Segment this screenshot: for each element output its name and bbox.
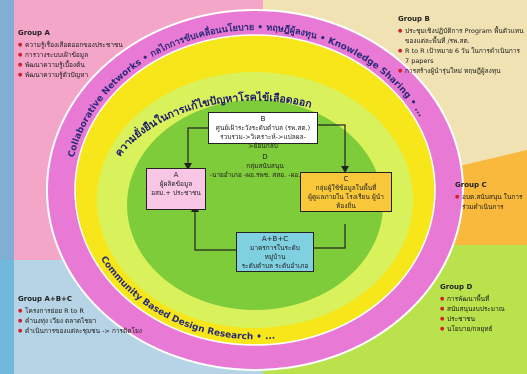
group-abc-item: โครงการย่อย R to R [18, 306, 188, 316]
group-abc-title: Group A+B+C [18, 295, 73, 303]
box-a-label: A [173, 171, 179, 179]
group-a-panel: Group A ความรู้เรื่องเสือตออกของประชาชน … [18, 28, 168, 80]
group-b-item: ประชุมเชิงปฏิบัติการ Program พื้นตัวแทนข… [398, 26, 524, 46]
group-c-item: อบต.สนับสนุน ในการร่วมดำเนินการ [455, 192, 525, 212]
box-abc-line2: ระดับตำบล ระดับอำเภอ [241, 262, 309, 270]
group-d-item: การพัฒนาพื้นที่ [440, 294, 524, 304]
center-label: D [262, 153, 268, 161]
group-a-item: พัฒนาความรู้ตัวปัญหา [18, 70, 168, 80]
center-line1: กลุ่มสนับสนุน [246, 162, 284, 170]
box-c-line1: กลุ่มผู้ใช้ข้อมูลในพื้นที่ [315, 184, 377, 192]
center-line2: -นายอำเภอ -ผอ.รพช. สสอ. -ผอ.รพ.สต. [209, 171, 321, 179]
box-b-label: B [260, 115, 266, 123]
group-a-item: ความรู้เรื่องเสือตออกของประชาชน [18, 40, 168, 50]
center-support-group: D กลุ่มสนับสนุน -นายอำเภอ -ผอ.รพช. สสอ. … [205, 153, 325, 180]
box-b-line2: รวบรวม->วิเคราะห์->แปลผล->ย้อนกลับ [220, 133, 306, 150]
box-abc-label: A+B+C [261, 235, 289, 243]
box-c-line2: ผู้ดูแลภายใน โรงเรียน ผู้นำท้องถิ่น [308, 193, 384, 210]
group-b-title: Group B [398, 15, 430, 23]
box-a-line1: ผู้ผลิตข้อมูล [159, 180, 193, 188]
group-d-item: สนับสนุนงบประมาณ [440, 304, 524, 314]
box-abc: A+B+C มาตรการในระดับหมู่บ้าน ระดับตำบล ร… [236, 232, 314, 272]
box-c: C กลุ่มผู้ใช้ข้อมูลในพื้นที่ ผู้ดูแลภายใ… [300, 172, 392, 212]
box-a: A ผู้ผลิตข้อมูล อสม.+ ประชาชน [146, 168, 206, 210]
cycle-arrows [187, 124, 346, 251]
group-a-title: Group A [18, 29, 50, 37]
group-a-item: พัฒนาความรู้เบื้องต้น [18, 60, 168, 70]
box-a-line2: อสม.+ ประชาชน [151, 189, 201, 197]
inner-green-circle [127, 100, 383, 310]
group-c-panel: Group C อบต.สนับสนุน ในการร่วมดำเนินการ [455, 180, 525, 212]
group-b-panel: Group B ประชุมเชิงปฏิบัติการ Program พื้… [398, 14, 524, 76]
group-d-item: ประชาชน [440, 314, 524, 324]
group-abc-panel: Group A+B+C โครงการย่อย R to R คำนงทุ่ง … [18, 294, 188, 336]
group-d-title: Group D [440, 283, 473, 291]
group-c-title: Group C [455, 181, 487, 189]
group-abc-item: ดำเนินการของแต่ละชุมชน -> การติดโยง [18, 326, 188, 336]
group-d-panel: Group D การพัฒนาพื้นที่ สนับสนุนงบประมาณ… [440, 282, 524, 334]
box-abc-line1: มาตรการในระดับหมู่บ้าน [250, 244, 300, 261]
box-c-label: C [343, 175, 349, 183]
box-b-line1: ศูนย์เฝ้าระวังระดับตำบล (รพ.สต.) [215, 124, 311, 132]
group-a-item: การวางระบบเฝ้าข้อมูล [18, 50, 168, 60]
left-accent-bar [0, 0, 14, 374]
group-abc-item: คำนงทุ่ง เวียง ตลาดไชยา [18, 316, 188, 326]
group-d-item: นโยบาย/กลยุทธ์ [440, 324, 524, 334]
group-b-item: R to R เป้าหมาย 6 วัน ในการดำเนินการ 7 p… [398, 46, 524, 66]
group-b-item: การสร้างผู้นำรุ่นใหม่ ทฤษฎีผู้ลงทุน [398, 66, 524, 76]
box-b: B ศูนย์เฝ้าระวังระดับตำบล (รพ.สต.) รวบรว… [208, 112, 318, 150]
